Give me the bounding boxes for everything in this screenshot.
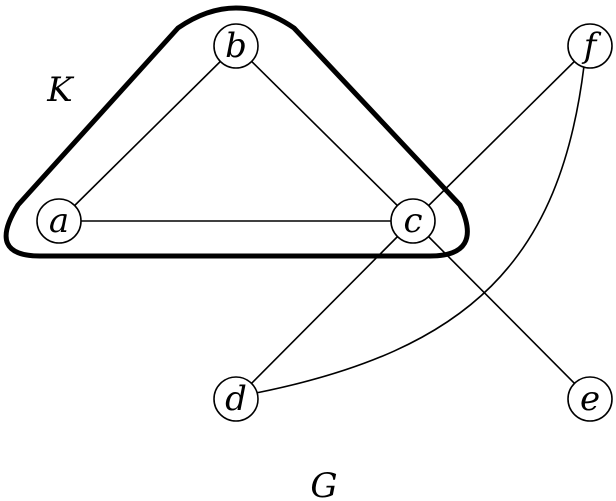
clique-label: K	[46, 70, 75, 110]
clique-k-outline	[3, 5, 470, 259]
node-c-circle	[390, 198, 436, 244]
edge-d-f	[255, 65, 585, 394]
edge-c-d	[235, 220, 414, 400]
edge-b-c	[235, 45, 414, 222]
node-a-label: a	[49, 201, 69, 241]
graph-name-label: G	[310, 466, 337, 501]
node-d-circle	[213, 376, 259, 422]
node-e: e	[567, 376, 613, 422]
node-f-circle	[567, 23, 613, 69]
nodes-layer: a b c d e f	[36, 23, 613, 422]
edge-c-f	[412, 45, 591, 222]
node-b-circle	[213, 23, 259, 69]
node-a: a	[36, 198, 82, 244]
node-b-label: b	[225, 26, 247, 66]
node-d-label: d	[225, 379, 247, 419]
node-b: b	[213, 23, 259, 69]
node-d: d	[213, 376, 259, 422]
node-a-circle	[36, 198, 82, 244]
node-c: c	[390, 198, 436, 244]
edge-a-b	[58, 45, 237, 222]
node-c-label: c	[403, 201, 422, 241]
edges-layer	[58, 45, 591, 400]
edge-c-e	[412, 220, 591, 400]
node-f: f	[567, 23, 613, 69]
node-e-label: e	[580, 379, 600, 419]
node-e-circle	[567, 376, 613, 422]
